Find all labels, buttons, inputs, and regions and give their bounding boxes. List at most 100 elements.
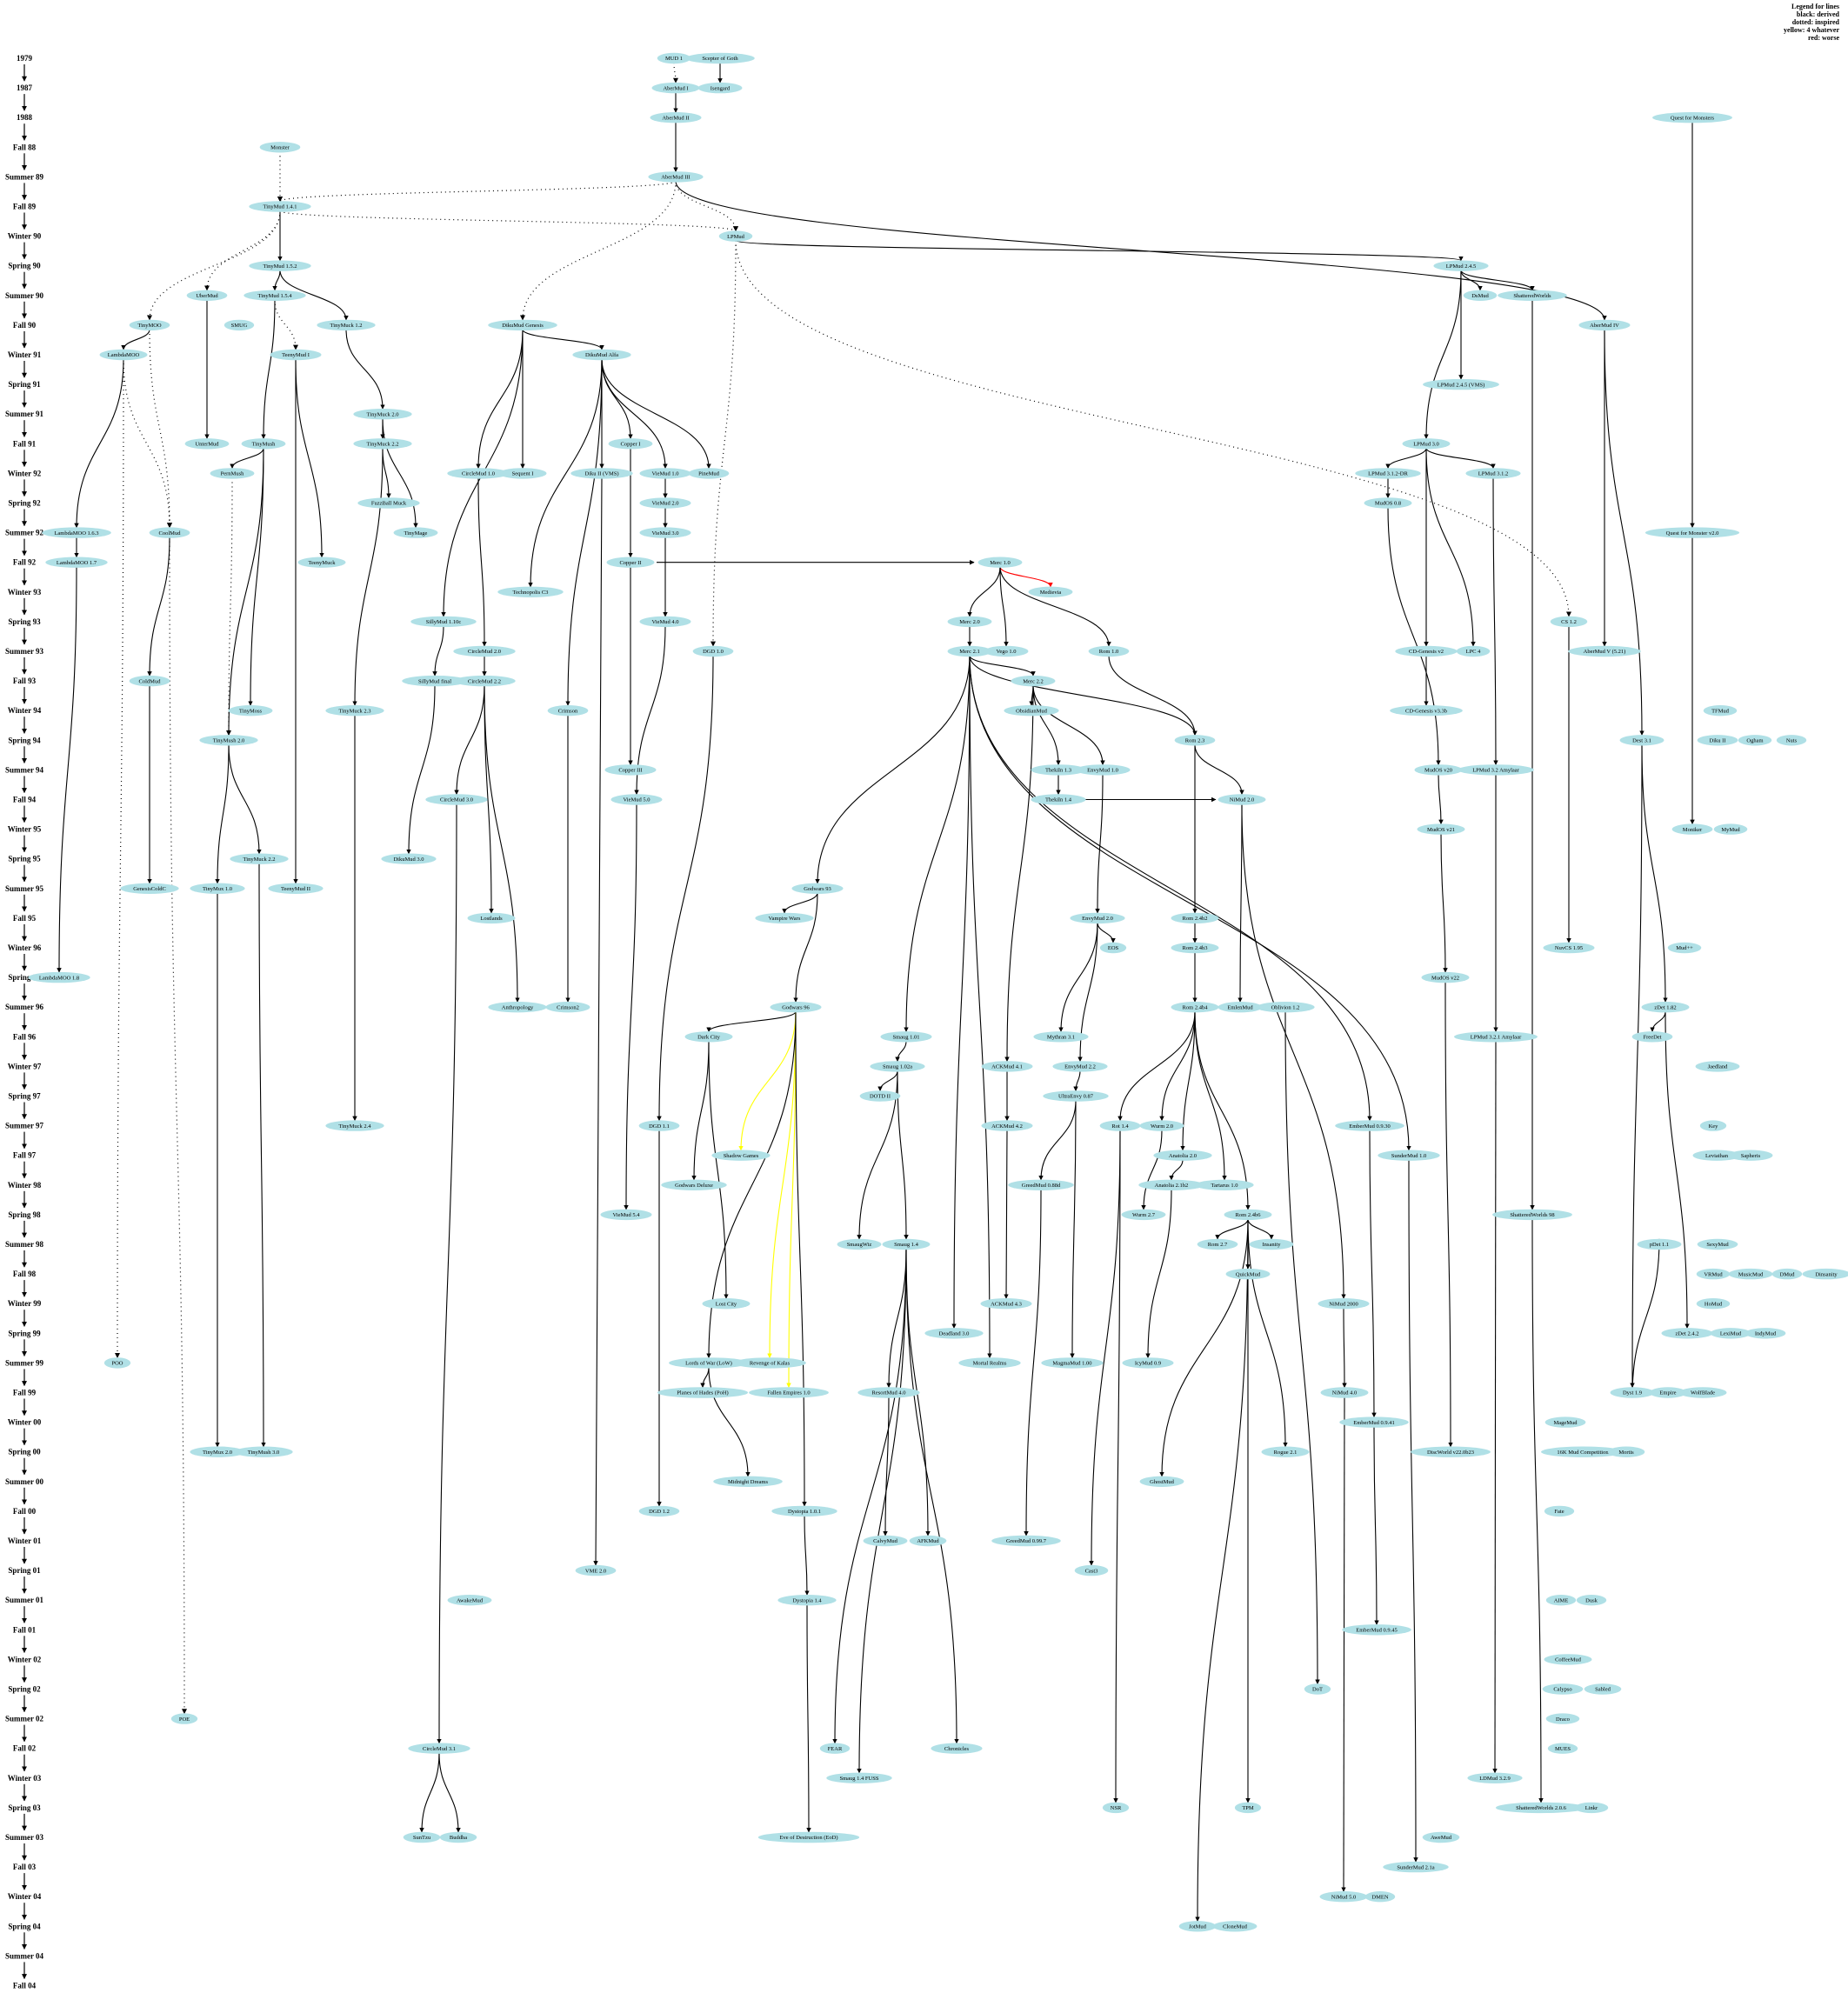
node-label: WolfBlade	[1691, 1390, 1715, 1396]
node-label: ResortMud 4.0	[872, 1390, 906, 1396]
node-shape	[1234, 1802, 1262, 1814]
node-label: Wurm 2.0	[1151, 1123, 1173, 1130]
node-dot: DoT	[1304, 1683, 1331, 1695]
node-rom27: Rom 2.7	[1197, 1238, 1238, 1250]
node-label: Smaug 1.02a	[883, 1064, 912, 1070]
node-shape	[1423, 378, 1499, 390]
edge-derived	[1631, 1238, 1662, 1397]
node-label: Mortis	[1618, 1450, 1634, 1456]
node-shape	[228, 705, 273, 717]
node-shape	[1544, 1505, 1575, 1517]
node-label: Scepter of Goth	[702, 56, 738, 62]
era-label: Fall 94	[13, 796, 37, 804]
edge-derived	[657, 655, 714, 1122]
node-label: Rom 2.3	[1185, 738, 1204, 744]
node-label: VieMud 5.0	[623, 797, 650, 803]
node-shape	[234, 1446, 293, 1457]
node-shape	[1261, 1446, 1310, 1457]
node-shape	[1139, 1120, 1184, 1131]
node-thekiln14: Thekiln 1.4	[1031, 794, 1086, 805]
node-label: TFMud	[1711, 708, 1730, 714]
node-shape	[977, 557, 1023, 568]
node-shape	[639, 497, 691, 509]
node-shape	[244, 290, 306, 301]
node-shape	[149, 527, 190, 538]
node-shape	[1417, 823, 1465, 835]
node-lambda18: LambdaMOO 1.8	[28, 971, 90, 983]
node-shape	[357, 497, 420, 509]
node-dest1: Dest 3.1	[1619, 735, 1665, 746]
node-label: SMUG	[231, 323, 248, 329]
node-shape	[1099, 942, 1127, 954]
node-ultenvy: UltraEnvy 0.87	[1043, 1090, 1109, 1102]
edge-derived	[1038, 1100, 1077, 1181]
node-ogham: Ogham	[1738, 735, 1772, 746]
node-ldmud: LDMud 3.2.9	[1467, 1772, 1523, 1783]
node-label: TinyMud 1.5.4	[258, 293, 293, 299]
node-shape	[1138, 1179, 1204, 1191]
node-shape	[1378, 1150, 1440, 1161]
node-shape	[241, 438, 286, 450]
node-shape	[1074, 1564, 1109, 1576]
node-label: TinyMux 1.0	[203, 886, 232, 892]
node-tinymage: TinyMage	[393, 527, 438, 538]
node-label: Anthropology	[502, 1004, 534, 1010]
node-label: Revenge of Kalas	[750, 1361, 791, 1367]
node-smaug14fuss: Smaug 1.4 FUSS	[826, 1772, 892, 1783]
era-label: Fall 91	[13, 439, 37, 448]
node-mudos22: MudOS v22	[1421, 971, 1470, 983]
node-mythran: Mythran 3.1	[1033, 1031, 1089, 1043]
edge-derived	[1097, 922, 1116, 943]
node-label: DGD 1.0	[703, 649, 724, 655]
node-lostlands: Lostlands	[467, 912, 516, 924]
node-shape	[692, 645, 734, 657]
node-technopolis: Technopolis C3	[497, 586, 564, 597]
node-shape	[650, 112, 702, 123]
node-shape	[1421, 971, 1470, 983]
node-fate: Fate	[1544, 1505, 1575, 1517]
node-label: Sabled	[1595, 1687, 1611, 1693]
node-shape	[684, 1031, 733, 1043]
node-shape	[610, 794, 663, 805]
node-shape	[1578, 319, 1631, 331]
node-label: EOS	[1108, 945, 1119, 951]
node-tinymud1: TeenyMud I	[270, 349, 322, 361]
node-shape	[1414, 764, 1463, 776]
node-shape	[1738, 735, 1772, 746]
node-shape	[1584, 1683, 1622, 1695]
node-label: Diku II	[1710, 738, 1726, 744]
node-pernmush: PernMush	[210, 468, 255, 479]
node-obsidian: ObsidianMud	[1004, 705, 1059, 717]
node-shape	[223, 319, 255, 331]
edge-derived	[382, 448, 391, 499]
node-label: Anatolia 2.1b2	[1155, 1183, 1189, 1189]
node-shape	[669, 1357, 749, 1369]
node-greedmud097: GreedMud 0.99.7	[991, 1535, 1061, 1547]
node-sundermud21: SunderMud 2.1a	[1383, 1861, 1449, 1873]
era-label: Fall 00	[13, 1507, 37, 1516]
edge-derived	[437, 803, 457, 1744]
node-jotmud: JotMud	[1178, 1921, 1217, 1932]
node-silly110: SillyMud 1.10c	[410, 616, 477, 628]
node-label: CalvyMud	[873, 1538, 898, 1544]
node-label: Smaug 1.4	[894, 1242, 919, 1248]
node-vie50: VieMud 5.0	[610, 794, 663, 805]
era-label: Summer 96	[5, 1003, 44, 1011]
node-teenymuck: TeenyMuck	[297, 557, 346, 568]
node-label: POO	[111, 1361, 123, 1367]
node-key: Key	[1699, 1120, 1727, 1131]
node-shape	[353, 438, 412, 450]
era-label: Spring 01	[8, 1566, 41, 1575]
node-shape	[1099, 1120, 1141, 1131]
edge-dotted	[520, 181, 677, 321]
node-shape	[639, 616, 691, 628]
node-label: Fallen Empires 1.0	[767, 1390, 810, 1396]
node-label: EmberMud 0.9.45	[1356, 1628, 1397, 1634]
node-shape	[1171, 912, 1219, 924]
node-awakemud: AwakeMud	[447, 1595, 492, 1606]
node-nimud50: NiMud 5.0	[1319, 1891, 1368, 1903]
era-label: Winter 97	[8, 1062, 42, 1070]
edge-derived	[969, 655, 1198, 736]
node-unterMud: UnterMud	[184, 438, 230, 450]
